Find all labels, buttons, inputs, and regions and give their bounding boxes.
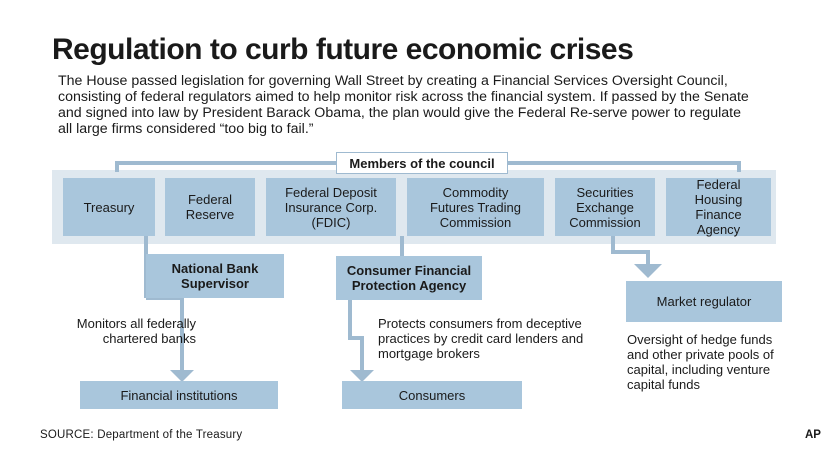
national-bank-supervisor: National Bank Supervisor	[146, 254, 284, 298]
consumer-financial-protection-agency: Consumer Financial Protection Agency	[336, 256, 482, 300]
member-fhfa: Federal Housing Finance Agency	[666, 177, 771, 237]
member-treasury: Treasury	[63, 178, 155, 236]
intro-text: The House passed legislation for governi…	[58, 73, 749, 137]
note-market: Oversight of hedge funds and other priva…	[627, 332, 774, 392]
member-federal-reserve: Federal Reserve	[165, 178, 255, 236]
council-label: Members of the council	[336, 152, 508, 174]
member-cftc: Commodity Futures Trading Commission	[407, 178, 544, 236]
financial-institutions: Financial institutions	[80, 381, 278, 409]
note-consumer: Protects consumers from deceptive practi…	[378, 316, 584, 361]
chart-title: Regulation to curb future economic crise…	[52, 33, 634, 66]
consumers: Consumers	[342, 381, 522, 409]
member-fdic: Federal Deposit Insurance Corp. (FDIC)	[266, 178, 396, 236]
source-text: SOURCE: Department of the Treasury	[40, 429, 243, 441]
note-national-bank: Monitors all federally chartered banks	[76, 316, 196, 346]
credit-ap: AP	[805, 429, 821, 441]
market-regulator: Market regulator	[626, 281, 782, 322]
member-sec: Securities Exchange Commission	[555, 178, 655, 236]
